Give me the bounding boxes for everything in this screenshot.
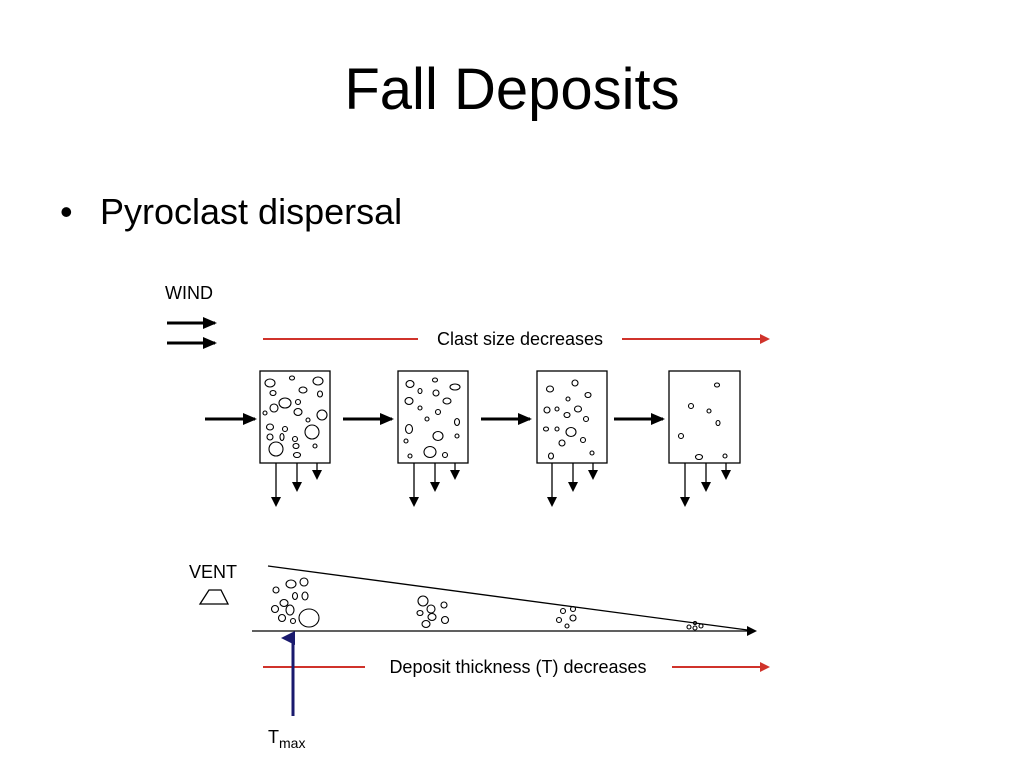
tmax-label: Tmax: [268, 727, 305, 751]
tmax-label-subscript: max: [279, 735, 305, 751]
slide-title: Fall Deposits: [344, 57, 680, 122]
column-box-4: [668, 370, 741, 507]
deposit-clasts: [270, 577, 704, 631]
wind-arrows: [167, 317, 217, 349]
deposit-wedge: [252, 565, 757, 636]
column-box-1: [259, 370, 331, 507]
vent-label: VENT: [189, 562, 237, 582]
tmax-label-base: T: [268, 727, 279, 747]
column-box-2: [397, 370, 469, 507]
wind-label: WIND: [165, 283, 213, 303]
column-box-3: [536, 370, 608, 507]
vent-icon: [198, 589, 230, 605]
bullet-text: Pyroclast dispersal: [100, 191, 403, 232]
thickness-label: Deposit thickness (T) decreases: [389, 657, 646, 677]
bullet-item: • Pyroclast dispersal: [60, 190, 402, 233]
clast-size-label: Clast size decreases: [437, 329, 603, 349]
bullet-marker: •: [60, 191, 73, 232]
